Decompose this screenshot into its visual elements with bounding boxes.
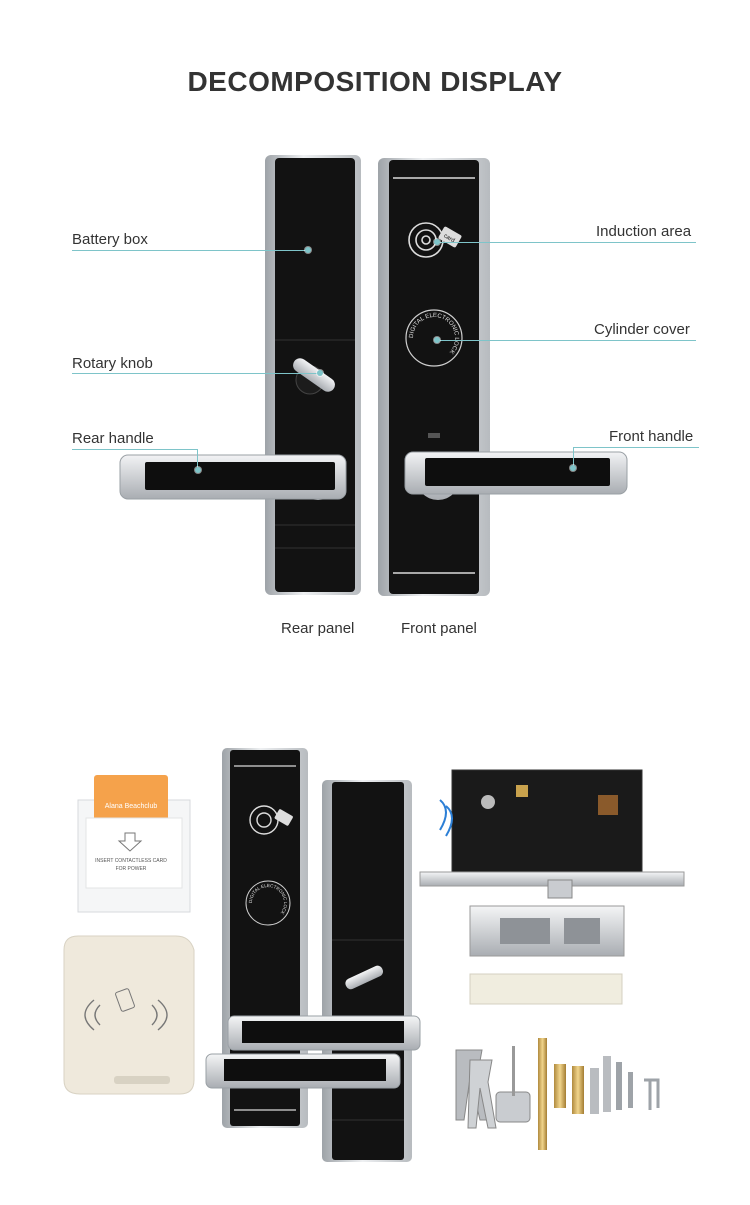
leader-battery-box (72, 250, 308, 251)
leader-front-handle (573, 447, 699, 448)
caption-rear-panel: Rear panel (281, 620, 355, 637)
strike-box (469, 973, 623, 1005)
label-rear-handle: Rear handle (72, 430, 154, 447)
marker-induction-area (434, 239, 440, 245)
leader-rotary-knob (72, 373, 320, 374)
lock-decomposition-illustration: card DIGITAL ELECTRONIC LOCK (119, 155, 628, 596)
leader-front-handle-drop (573, 447, 574, 467)
package-contents-illustration: Alana Beachclub INSERT CONTACTLESS CARD … (63, 748, 685, 1162)
mortise-lock-body (419, 769, 685, 899)
leader-cylinder-cover (437, 340, 696, 341)
rear-panel-product (322, 780, 412, 1162)
label-rotary-knob: Rotary knob (72, 355, 153, 372)
rear-handle (119, 454, 347, 500)
page-title: DECOMPOSITION DISPLAY (187, 66, 563, 97)
energy-saving-switch: Alana Beachclub INSERT CONTACTLESS CARD … (77, 775, 191, 913)
key-card (94, 775, 168, 823)
caption-front-panel: Front panel (401, 620, 477, 637)
label-cylinder-cover: Cylinder cover (594, 321, 690, 338)
leader-rear-handle (72, 449, 197, 450)
rear-panel (119, 155, 361, 595)
svg-text:INSERT CONTACTLESS CARD: INSERT CONTACTLESS CARD (95, 858, 167, 864)
leader-induction-area (437, 242, 696, 243)
front-panel: card (378, 158, 628, 596)
screws-and-spindles (538, 1038, 660, 1150)
label-induction-area: Induction area (596, 223, 692, 240)
marker-cylinder-cover (434, 337, 440, 343)
marker-rear-handle (195, 467, 201, 473)
leader-rear-handle-drop (197, 449, 198, 469)
card-encoder (63, 935, 195, 1095)
mechanical-keys (455, 1046, 531, 1129)
marker-rotary-knob (317, 370, 323, 376)
handles-product (205, 1015, 421, 1089)
marker-battery-box (305, 247, 311, 253)
svg-text:Alana Beachclub: Alana Beachclub (105, 803, 158, 810)
label-battery-box: Battery box (72, 231, 148, 248)
svg-text:FOR POWER: FOR POWER (116, 866, 147, 872)
svg-text:card: card (442, 233, 455, 244)
label-front-handle: Front handle (609, 428, 694, 445)
front-handle (404, 451, 628, 500)
marker-front-handle (570, 465, 576, 471)
strike-plate (469, 905, 625, 957)
